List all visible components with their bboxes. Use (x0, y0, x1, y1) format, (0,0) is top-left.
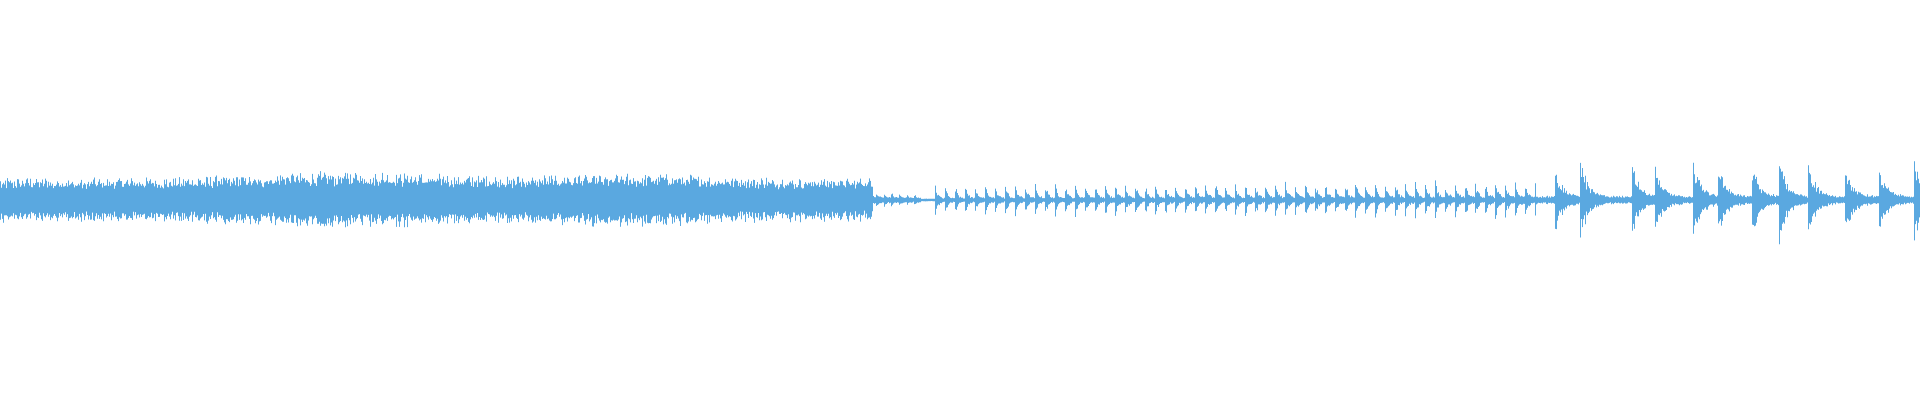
waveform-path (0, 161, 1920, 245)
